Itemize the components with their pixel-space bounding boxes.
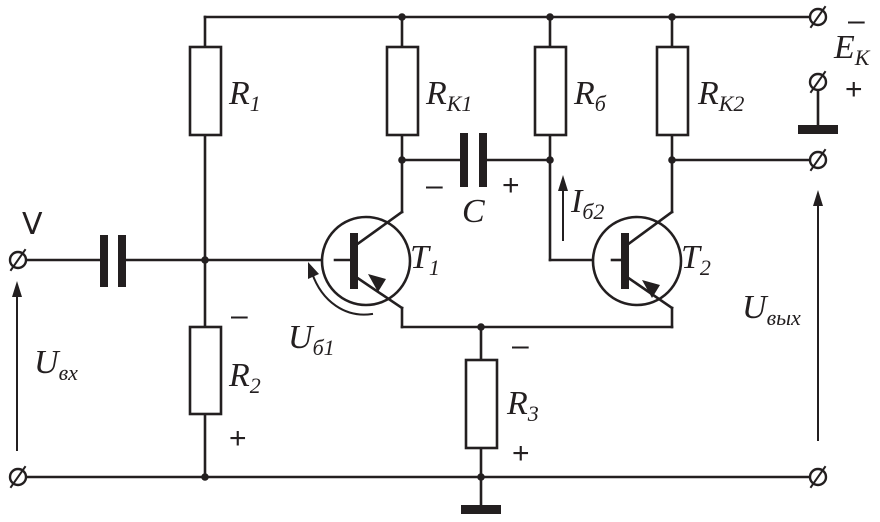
label-rb: Rб xyxy=(573,75,607,116)
input-capacitor xyxy=(100,235,126,287)
ib2-arrow-icon xyxy=(558,175,568,191)
sign-ek-minus: – xyxy=(848,4,865,37)
terminal-ground-right xyxy=(808,465,828,489)
terminal-output xyxy=(808,148,828,172)
label-input-symbol: ᐯ xyxy=(22,208,43,241)
label-r3: R3 xyxy=(506,385,539,426)
ek-plus-ground-icon xyxy=(798,125,838,134)
resistor-r1 xyxy=(188,45,223,137)
ground-symbol-icon xyxy=(461,505,501,514)
sign-r3-plus: + xyxy=(512,437,530,470)
label-ib2: Iб2 xyxy=(570,183,604,224)
capacitor-c xyxy=(460,133,487,187)
ub1-arc-arrow xyxy=(310,271,374,316)
uout-arrow-icon xyxy=(813,190,823,206)
resistor-r2 xyxy=(188,325,223,416)
t2-emitter-arrow-icon xyxy=(642,280,660,298)
sign-c-plus: + xyxy=(502,169,520,202)
resistor-rk1 xyxy=(385,45,420,137)
label-ub1: Uб1 xyxy=(288,319,335,360)
resistor-r3 xyxy=(464,358,499,450)
label-r1: R1 xyxy=(228,75,261,116)
transistor-t2 xyxy=(591,210,683,310)
label-r2: R2 xyxy=(228,357,261,398)
label-t1: T1 xyxy=(410,239,440,280)
t1-emitter-arrow-icon xyxy=(368,274,386,292)
ub1-arrow-icon xyxy=(308,262,319,279)
label-rk1: RК1 xyxy=(425,75,472,116)
label-uin: Uвх xyxy=(34,344,78,385)
resistor-rk2 xyxy=(655,45,690,137)
label-uout: Uвых xyxy=(742,289,801,330)
terminal-input xyxy=(8,248,28,272)
terminal-ek-plus xyxy=(808,70,828,94)
uin-arrow-icon xyxy=(12,281,22,297)
sign-ek-plus: + xyxy=(845,73,863,106)
terminal-ground-left xyxy=(8,465,28,489)
sign-r2-minus: – xyxy=(231,299,248,332)
terminal-ek-minus xyxy=(808,5,828,29)
label-t2: T2 xyxy=(681,239,711,280)
sign-r2-plus: + xyxy=(229,422,247,455)
label-rk2: RК2 xyxy=(697,75,744,116)
resistor-rb xyxy=(533,45,568,137)
junction-dots xyxy=(201,13,676,481)
label-ek: EК xyxy=(833,29,871,70)
sign-r3-minus: – xyxy=(512,329,529,362)
transistor-t1 xyxy=(320,210,412,310)
label-c: C xyxy=(462,193,485,230)
sign-c-minus: – xyxy=(426,169,443,202)
